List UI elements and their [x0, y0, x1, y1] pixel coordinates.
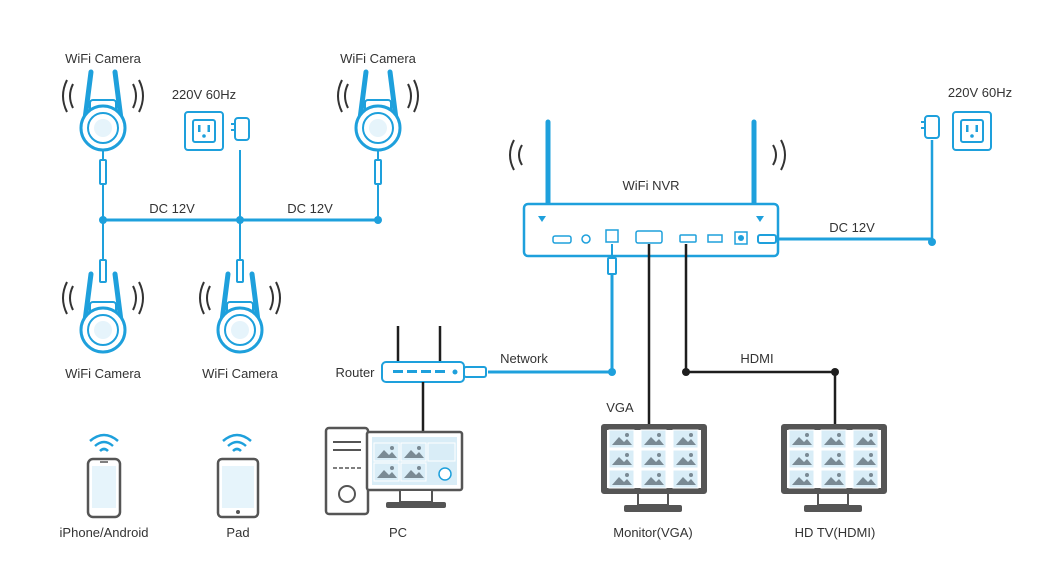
- wifi-camera-4-icon: [200, 274, 280, 352]
- power-adapter-1-icon: [230, 117, 250, 141]
- screen-tile-icon: [788, 469, 815, 489]
- wifi-camera-1-icon: [63, 72, 143, 150]
- label-wifi-camera-3: WiFi Camera: [65, 366, 142, 381]
- label-power-2: 220V 60Hz: [948, 85, 1012, 100]
- pc-device: [324, 426, 464, 516]
- label-dc-12v-2: DC 12V: [287, 201, 333, 216]
- wifi-camera-3-icon: [63, 274, 143, 352]
- wifi-camera-2-icon: [338, 72, 418, 150]
- label-wifi-camera-1: WiFi Camera: [65, 51, 142, 66]
- label-router: Router: [335, 365, 375, 380]
- screen-tile-icon: [640, 449, 667, 469]
- label-network: Network: [500, 351, 548, 366]
- label-dc-12v-3: DC 12V: [829, 220, 875, 235]
- phone-wifi-icon: [88, 433, 120, 453]
- screen-tile-icon: [820, 449, 847, 469]
- power-adapter-2-icon: [920, 115, 940, 139]
- screen-tile-icon: [788, 449, 815, 469]
- monitor-vga-device: [601, 424, 707, 512]
- hdmi-cable: [682, 244, 839, 425]
- network-cable: [488, 244, 617, 376]
- pad-wifi-icon: [221, 433, 253, 453]
- wifi-nvr-device: [509, 119, 786, 258]
- screen-tile-icon: [852, 429, 879, 449]
- screen-tile-icon: [852, 449, 879, 469]
- screen-tile-icon: [820, 469, 847, 489]
- label-wifi-camera-2: WiFi Camera: [340, 51, 417, 66]
- screen-tile-icon: [608, 469, 635, 489]
- screen-tile-icon: [672, 469, 699, 489]
- label-wifi-camera-4: WiFi Camera: [202, 366, 279, 381]
- screen-tile-icon: [852, 469, 879, 489]
- screen-tile-icon: [640, 429, 667, 449]
- tablet-device: [216, 433, 260, 519]
- screen-tile-icon: [608, 429, 635, 449]
- screen-tile-icon: [672, 429, 699, 449]
- screen-tile-icon: [608, 449, 635, 469]
- label-wifi-nvr: WiFi NVR: [622, 178, 679, 193]
- label-hd-tv-hdmi: HD TV(HDMI): [795, 525, 876, 540]
- label-pc: PC: [389, 525, 407, 540]
- screen-tile-icon: [672, 449, 699, 469]
- smartphone-device: [86, 433, 122, 519]
- label-vga: VGA: [606, 400, 634, 415]
- router-device: [381, 326, 487, 432]
- label-phone: iPhone/Android: [60, 525, 149, 540]
- screen-tile-icon: [788, 429, 815, 449]
- nvr-dc-cable: [757, 234, 932, 244]
- label-hdmi: HDMI: [740, 351, 773, 366]
- label-power-1: 220V 60Hz: [172, 87, 236, 102]
- screen-tile-icon: [820, 429, 847, 449]
- label-monitor-vga: Monitor(VGA): [613, 525, 692, 540]
- camera-cables: [99, 150, 382, 283]
- label-pad: Pad: [226, 525, 249, 540]
- label-dc-12v-1: DC 12V: [149, 201, 195, 216]
- hd-tv-device: [781, 424, 887, 512]
- power-outlet-2-icon: [952, 111, 992, 151]
- screen-tile-icon: [640, 469, 667, 489]
- power-outlet-1-icon: [184, 111, 224, 151]
